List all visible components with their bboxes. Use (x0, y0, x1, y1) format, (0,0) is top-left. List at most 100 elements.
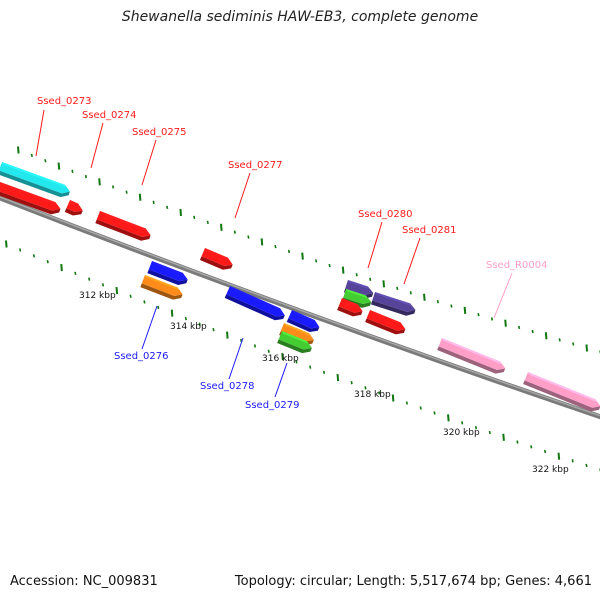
upper-tick (193, 215, 196, 220)
lower-tick (115, 287, 119, 295)
upper-tick (84, 174, 88, 179)
upper-tick (274, 244, 277, 249)
gene-arrow-pink-2 (523, 372, 600, 412)
gene-label: Ssed_0280 (358, 209, 413, 220)
genome-backbone (0, 195, 600, 420)
upper-tick (44, 159, 47, 163)
upper-tick (111, 185, 115, 189)
lower-tick (585, 463, 588, 468)
lower-tick (557, 452, 561, 460)
gene-bar-green-small (341, 289, 372, 308)
scale-label: 322 kbp (532, 465, 569, 475)
upper-tick (572, 342, 575, 346)
leader-line (493, 272, 513, 319)
gene-arrow-ssed-0278 (224, 286, 285, 321)
gene-arrow-ssed-0274 (64, 200, 83, 216)
lower-tick (74, 271, 77, 276)
lower-tick (461, 421, 464, 425)
tick-row-lower (5, 240, 600, 472)
upper-tick (233, 230, 236, 234)
gene-arrow-ssed-0277 (199, 248, 233, 270)
lower-tick (309, 365, 312, 369)
upper-tick (396, 286, 399, 291)
upper-tick (206, 220, 209, 225)
gene-label: Ssed_0279 (245, 400, 300, 411)
lower-tick (143, 300, 146, 304)
gene-labels: Ssed_0273Ssed_0274Ssed_0275Ssed_0277Ssed… (37, 96, 547, 411)
leader-line (234, 172, 251, 219)
gene-arrow-ssed-0276 (147, 261, 188, 285)
gene-bar-ssed-0279 (277, 331, 312, 354)
lower-tick (405, 401, 408, 405)
gene-label: Ssed_0276 (114, 351, 169, 362)
accession-text: Accession: NC_009831 (10, 574, 158, 589)
gene-label: Ssed_0278 (200, 381, 255, 392)
upper-tick (504, 319, 507, 327)
gene-arrow-ssed-0281 (365, 310, 406, 335)
scale-label: 320 kbp (443, 428, 480, 438)
gene-bar-orange (140, 275, 183, 300)
lower-tick (281, 352, 284, 361)
leader-line (274, 362, 288, 398)
leader-line (367, 221, 383, 269)
upper-tick (409, 291, 412, 295)
upper-tick (260, 238, 264, 246)
tick-row-upper (17, 146, 600, 354)
upper-tick (423, 293, 426, 301)
gene-arrow-ssed-r0004 (437, 338, 506, 374)
map-title: Shewanella sediminis HAW-EB3, complete g… (121, 9, 479, 25)
upper-tick (531, 329, 534, 334)
gene-arrow-blue-small (286, 310, 320, 333)
lower-tick (322, 370, 326, 375)
lower-tick (543, 449, 547, 454)
lower-tick (530, 445, 533, 449)
gene-bar-cyan (0, 162, 70, 198)
upper-tick (328, 263, 331, 268)
lower-tick (295, 360, 298, 364)
lower-tick (198, 322, 201, 326)
scale-label: 318 kbp (354, 390, 391, 400)
upper-tick (17, 146, 20, 154)
upper-tick (314, 259, 318, 263)
leader-line (228, 337, 244, 380)
upper-tick (558, 338, 561, 342)
upper-tick (301, 252, 304, 260)
upper-tick (369, 277, 372, 281)
lower-tick (157, 305, 160, 310)
lower-tick (60, 263, 63, 272)
lower-tick (32, 254, 36, 258)
upper-tick (544, 332, 548, 340)
gene-label: Ssed_0274 (82, 110, 137, 121)
lower-tick (516, 440, 519, 444)
upper-tick (463, 306, 467, 314)
upper-tick (247, 235, 250, 239)
upper-tick (179, 208, 183, 216)
gene-arrow-ssed-0275 (95, 211, 151, 241)
lower-tick (502, 433, 505, 441)
lower-tick (101, 283, 105, 287)
genome-stats-text: Topology: circular; Length: 5,517,674 bp… (234, 574, 592, 589)
gene-label: Ssed_0281 (402, 225, 457, 236)
upper-tick (166, 205, 169, 210)
gene-bar-purple (370, 292, 416, 316)
upper-tick (71, 169, 74, 173)
upper-tick (450, 304, 453, 308)
lower-tick (391, 394, 395, 402)
gene-label: Ssed_R0004 (486, 260, 547, 271)
lower-tick (336, 373, 340, 382)
upper-tick (30, 153, 33, 158)
label-leader-lines (35, 109, 513, 398)
upper-tick (477, 313, 480, 317)
lower-tick (433, 411, 436, 415)
upper-tick (355, 273, 358, 277)
lower-tick (378, 391, 381, 395)
lower-tick (226, 331, 229, 339)
lower-tick (419, 406, 422, 410)
gene-features (0, 162, 600, 412)
lower-tick (447, 414, 450, 422)
upper-tick (287, 249, 291, 254)
upper-tick (57, 162, 61, 170)
upper-tick (98, 178, 101, 186)
upper-tick (585, 344, 589, 352)
